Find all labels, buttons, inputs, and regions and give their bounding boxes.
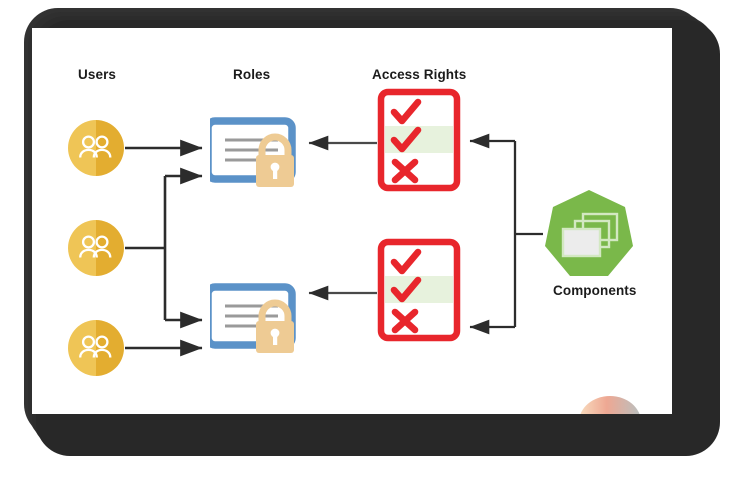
checklist-icon: [377, 238, 461, 346]
node-role-1[interactable]: [204, 112, 302, 192]
diagram-canvas: Users Roles Access Rights: [32, 28, 672, 414]
node-access-rights-1[interactable]: [377, 88, 461, 192]
node-label-components: Components: [553, 283, 637, 298]
node-user-3[interactable]: [68, 320, 124, 376]
stacked-windows-heptagon-icon: [543, 190, 635, 284]
clipped-graphic-artifact: [579, 396, 641, 414]
document-lock-icon: [204, 283, 302, 362]
node-component-1[interactable]: [543, 188, 635, 280]
node-user-1[interactable]: [68, 120, 124, 176]
node-role-2[interactable]: [204, 278, 302, 358]
column-label-roles: Roles: [233, 67, 271, 82]
column-label-users: Users: [78, 67, 117, 82]
node-access-rights-2[interactable]: [377, 238, 461, 342]
connector-layer: [125, 133, 543, 357]
column-label-access-rights: Access Rights: [372, 67, 467, 82]
document-lock-icon: [204, 117, 302, 196]
node-user-2[interactable]: [68, 220, 124, 276]
checklist-icon: [377, 88, 461, 196]
